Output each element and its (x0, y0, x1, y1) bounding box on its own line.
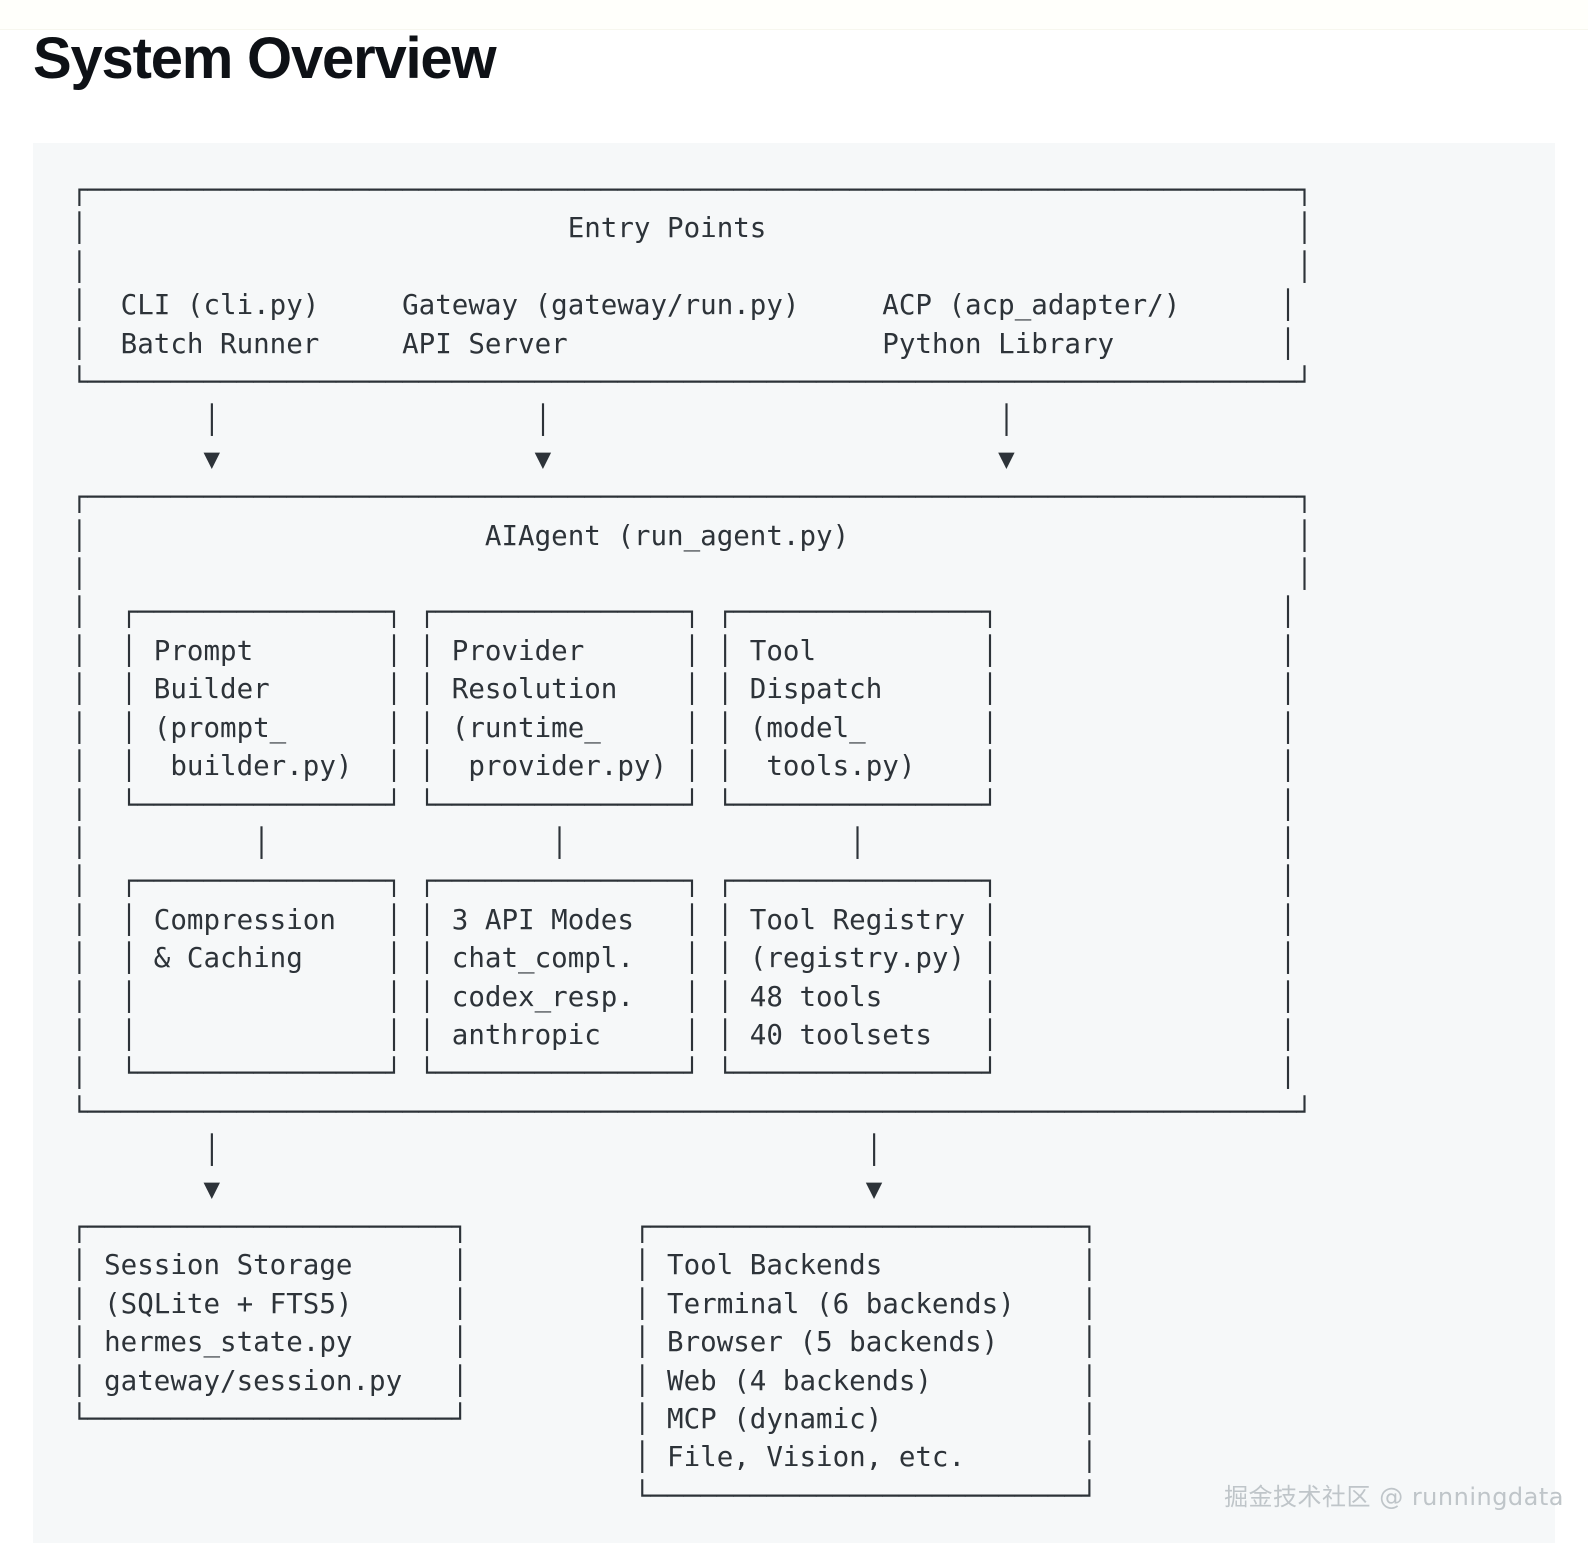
diagram-container: ┌───────────────────────────────────────… (33, 143, 1555, 1543)
page-title: System Overview (33, 26, 497, 91)
watermark-attribution: 掘金技术社区 @ runningdata (1224, 1483, 1564, 1511)
top-accent-band (0, 0, 1588, 30)
system-architecture-ascii-diagram: ┌───────────────────────────────────────… (71, 174, 1313, 1512)
